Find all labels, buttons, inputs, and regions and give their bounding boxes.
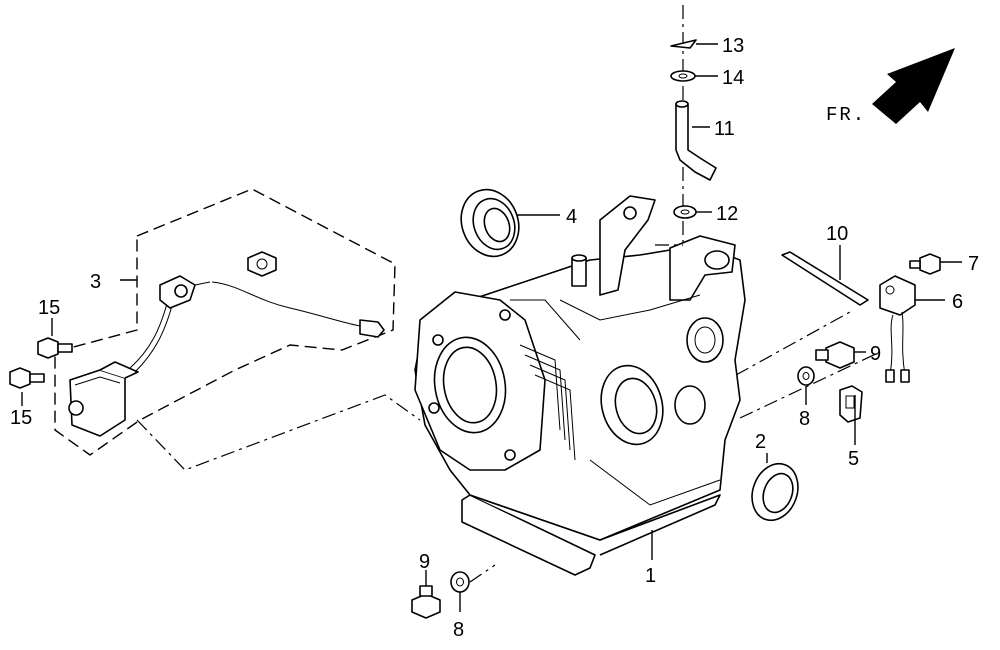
oil-switch-bracket-10 xyxy=(781,251,869,306)
callout-6: 6 xyxy=(952,291,963,313)
governor-shaft-group xyxy=(670,5,717,250)
callout-12: 12 xyxy=(716,203,738,225)
callout-15-lower: 15 xyxy=(10,407,32,429)
leader-lines xyxy=(21,43,962,612)
drain-bolt-9-right xyxy=(815,341,855,369)
front-arrow-icon xyxy=(872,48,955,124)
callout-9-right: 9 xyxy=(870,343,881,365)
callout-14: 14 xyxy=(722,67,744,89)
washer-8-right xyxy=(797,366,815,386)
crankcase-block xyxy=(414,195,746,576)
callout-7: 7 xyxy=(968,253,979,275)
ignition-group-leader xyxy=(136,394,421,471)
callout-3: 3 xyxy=(90,271,101,293)
bolt-15-upper xyxy=(37,337,73,359)
callout-8-bottom: 8 xyxy=(453,619,464,641)
front-direction-indicator: FR. xyxy=(826,48,955,126)
callout-11: 11 xyxy=(714,118,735,140)
callout-1: 1 xyxy=(645,565,656,587)
callout-15-upper: 15 xyxy=(38,297,60,319)
oil-level-switch-6 xyxy=(879,275,916,383)
oil-seal-4 xyxy=(460,188,520,258)
coil-nut xyxy=(247,251,277,277)
callout-8-right: 8 xyxy=(799,408,810,430)
bolt-15-lower xyxy=(9,367,45,389)
callout-13: 13 xyxy=(722,35,744,57)
front-direction-label: FR. xyxy=(826,104,866,126)
callout-5: 5 xyxy=(848,448,859,470)
washer-8-bottom xyxy=(450,571,470,593)
bolt-7 xyxy=(909,253,941,275)
ignition-coil xyxy=(68,275,385,437)
drain-bolt-9-bottom xyxy=(411,585,441,619)
callout-2: 2 xyxy=(755,431,766,453)
callout-10: 10 xyxy=(826,223,848,245)
callout-numbers: 1 2 3 4 5 6 7 8 8 9 9 10 11 12 13 14 15 … xyxy=(10,35,979,641)
oil-seal-2 xyxy=(751,462,799,522)
grommet-5 xyxy=(839,385,863,423)
callout-4: 4 xyxy=(566,206,577,228)
callout-9-bottom: 9 xyxy=(419,551,430,573)
